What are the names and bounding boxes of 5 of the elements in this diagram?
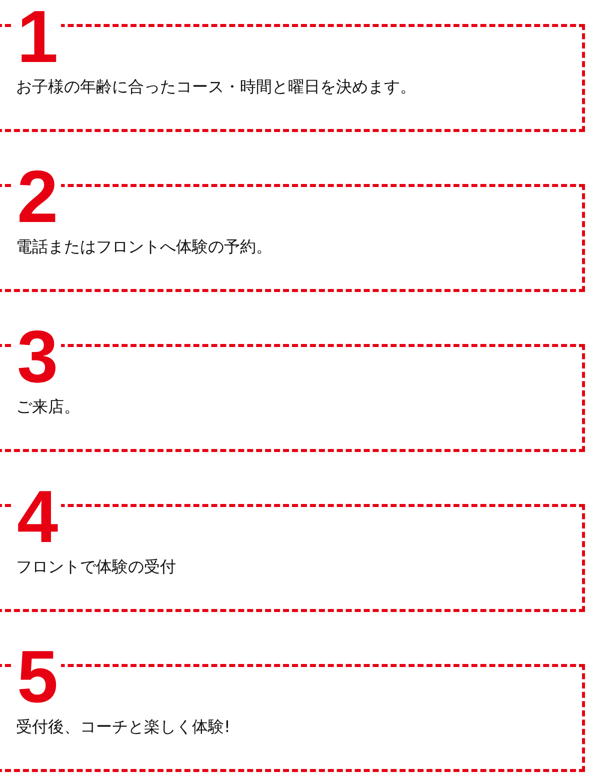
step-text: フロントで体験の受付 [16, 557, 176, 577]
step-text: 受付後、コーチと楽しく体験! [16, 717, 230, 737]
step-text: お子様の年齢に合ったコース・時間と曜日を決めます。 [16, 77, 416, 97]
step-text: 電話またはフロントへ体験の予約。 [16, 237, 272, 257]
step-text: ご来店。 [16, 397, 80, 417]
